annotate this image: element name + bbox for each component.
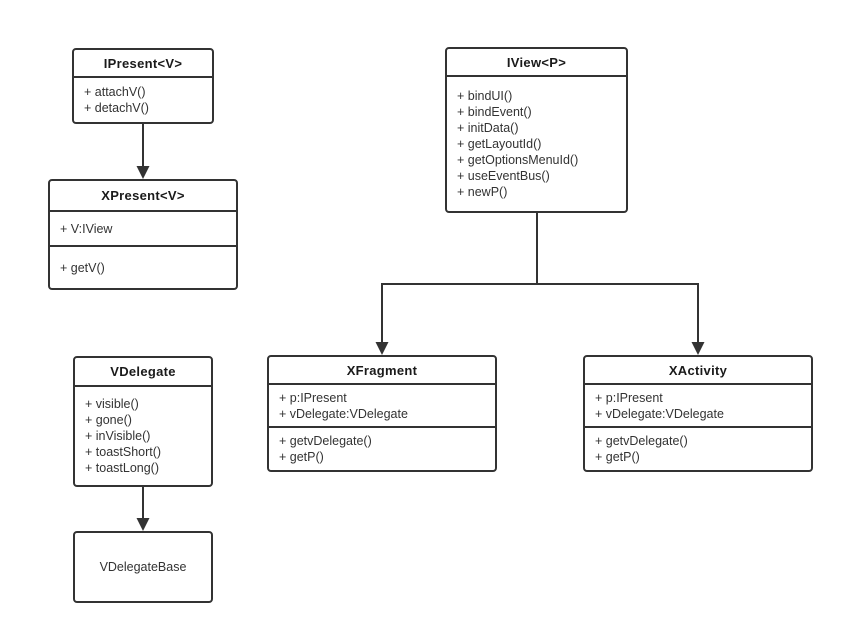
class-member: + vDelegate:VDelegate <box>595 406 724 421</box>
class-member: + attachV() <box>84 85 146 99</box>
arrowhead-down-icon <box>136 166 150 179</box>
class-methods-section: + getV() <box>50 245 236 288</box>
class-box-xfragment: XFragment + p:IPresent + vDelegate:VDele… <box>267 355 497 472</box>
class-member: + V:IView <box>60 221 113 236</box>
class-box-vdelegatebase: VDelegateBase <box>73 531 213 603</box>
class-methods-section: + bindUI() + bindEvent() + initData() + … <box>447 77 626 211</box>
class-fields-section: + p:IPresent + vDelegate:VDelegate <box>269 385 495 426</box>
class-box-iview: IView<P> + bindUI() + bindEvent() + init… <box>445 47 628 213</box>
class-member: + detachV() <box>84 101 149 115</box>
class-methods-section: + visible() + gone() + inVisible() + toa… <box>75 387 211 485</box>
class-title: XActivity <box>585 357 811 385</box>
class-member: + p:IPresent <box>279 390 347 405</box>
class-member: + inVisible() <box>85 429 151 443</box>
class-title: IView<P> <box>447 49 626 77</box>
class-title: VDelegate <box>75 358 211 387</box>
class-member: + gone() <box>85 413 132 427</box>
class-member: + getvDelegate() <box>279 434 372 448</box>
class-member: + toastLong() <box>85 461 160 475</box>
class-member: + useEventBus() <box>457 169 550 183</box>
class-member: + initData() <box>457 121 519 135</box>
arrowhead-down-icon <box>375 342 389 355</box>
class-box-ipresent: IPresent<V> + attachV() + detachV() <box>72 48 214 124</box>
class-fields-section: + p:IPresent + vDelegate:VDelegate <box>585 385 811 426</box>
class-member: + bindEvent() <box>457 105 532 119</box>
class-member: + getOptionsMenuId() <box>457 153 579 167</box>
class-member: + p:IPresent <box>595 390 663 405</box>
class-title: VDelegateBase <box>99 560 187 574</box>
connector-iview-to-children <box>375 213 705 355</box>
class-methods-section: + getvDelegate() + getP() <box>269 426 495 470</box>
class-member: + getvDelegate() <box>595 434 688 448</box>
class-title: IPresent<V> <box>74 50 212 78</box>
class-box-vdelegate: VDelegate + visible() + gone() + inVisib… <box>73 356 213 487</box>
arrowhead-down-icon <box>136 518 150 531</box>
class-member: + visible() <box>85 397 139 411</box>
class-title: XFragment <box>269 357 495 385</box>
connector-ipresent-to-xpresent <box>136 124 150 179</box>
class-methods-section: + getvDelegate() + getP() <box>585 426 811 470</box>
connector-vdelegate-to-vdelegatebase <box>136 487 150 531</box>
class-member: + getP() <box>595 450 640 464</box>
arrowhead-down-icon <box>691 342 705 355</box>
class-methods-section: + attachV() + detachV() <box>74 78 212 122</box>
class-member: + getV() <box>60 260 105 275</box>
class-member: + getLayoutId() <box>457 137 542 151</box>
class-member: + bindUI() <box>457 89 513 103</box>
class-box-xpresent: XPresent<V> + V:IView + getV() <box>48 179 238 290</box>
class-member: + vDelegate:VDelegate <box>279 406 408 421</box>
class-member: + getP() <box>279 450 324 464</box>
class-box-xactivity: XActivity + p:IPresent + vDelegate:VDele… <box>583 355 813 472</box>
class-member: + toastShort() <box>85 445 162 459</box>
class-fields-section: + V:IView <box>50 212 236 245</box>
class-member: + newP() <box>457 185 508 199</box>
class-title: XPresent<V> <box>50 181 236 212</box>
